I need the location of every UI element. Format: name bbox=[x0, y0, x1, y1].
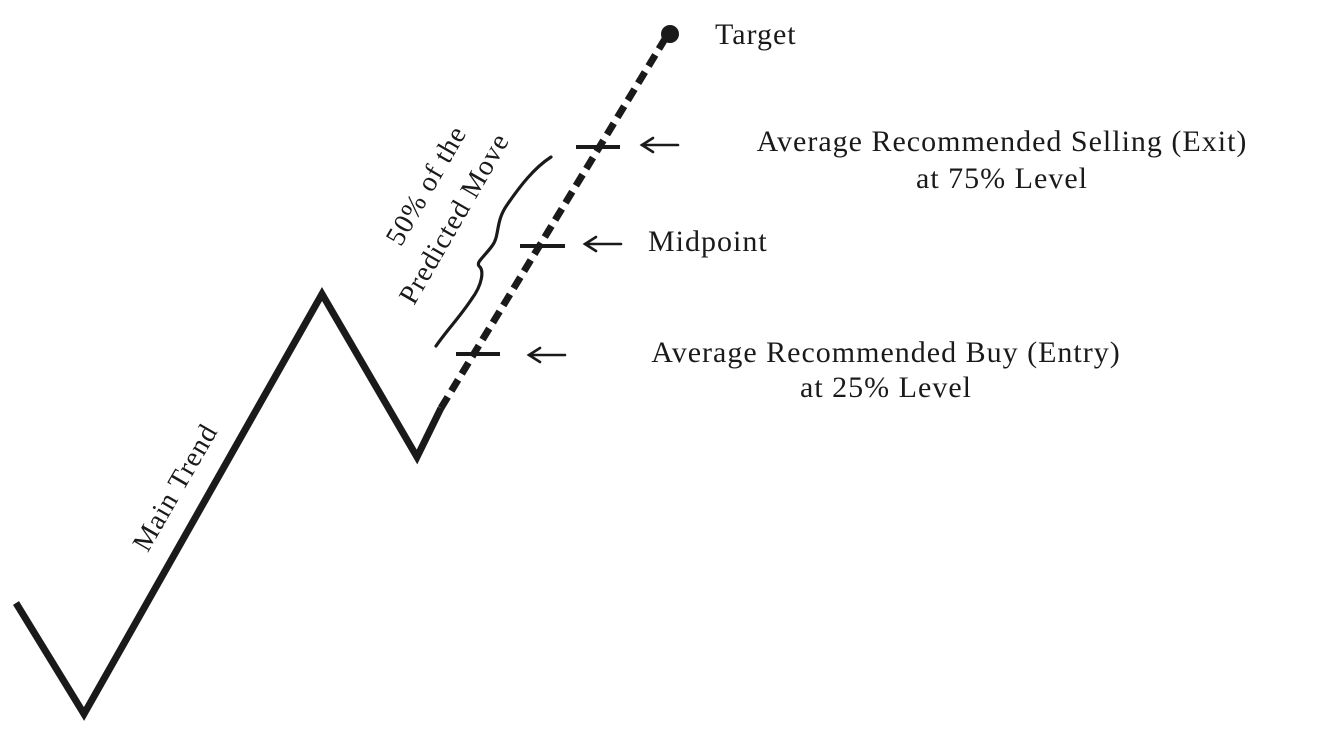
entry-left-arrow-icon bbox=[526, 346, 567, 364]
projected-move-line bbox=[438, 32, 671, 410]
exit-label-line1: Average Recommended Selling (Exit) bbox=[757, 125, 1248, 158]
target-label: Target bbox=[715, 18, 797, 51]
exit-left-arrow-icon bbox=[639, 136, 680, 154]
midpoint-left-arrow-icon bbox=[582, 235, 623, 253]
target-dot-icon bbox=[661, 25, 679, 43]
move-brace-icon bbox=[434, 155, 553, 348]
exit-label-line2: at 75% Level bbox=[916, 162, 1088, 195]
entry-label-line1: Average Recommended Buy (Entry) bbox=[651, 336, 1120, 369]
main-trend-line bbox=[13, 286, 445, 721]
midpoint-label: Midpoint bbox=[648, 225, 768, 258]
entry-label-line2: at 25% Level bbox=[800, 371, 972, 404]
